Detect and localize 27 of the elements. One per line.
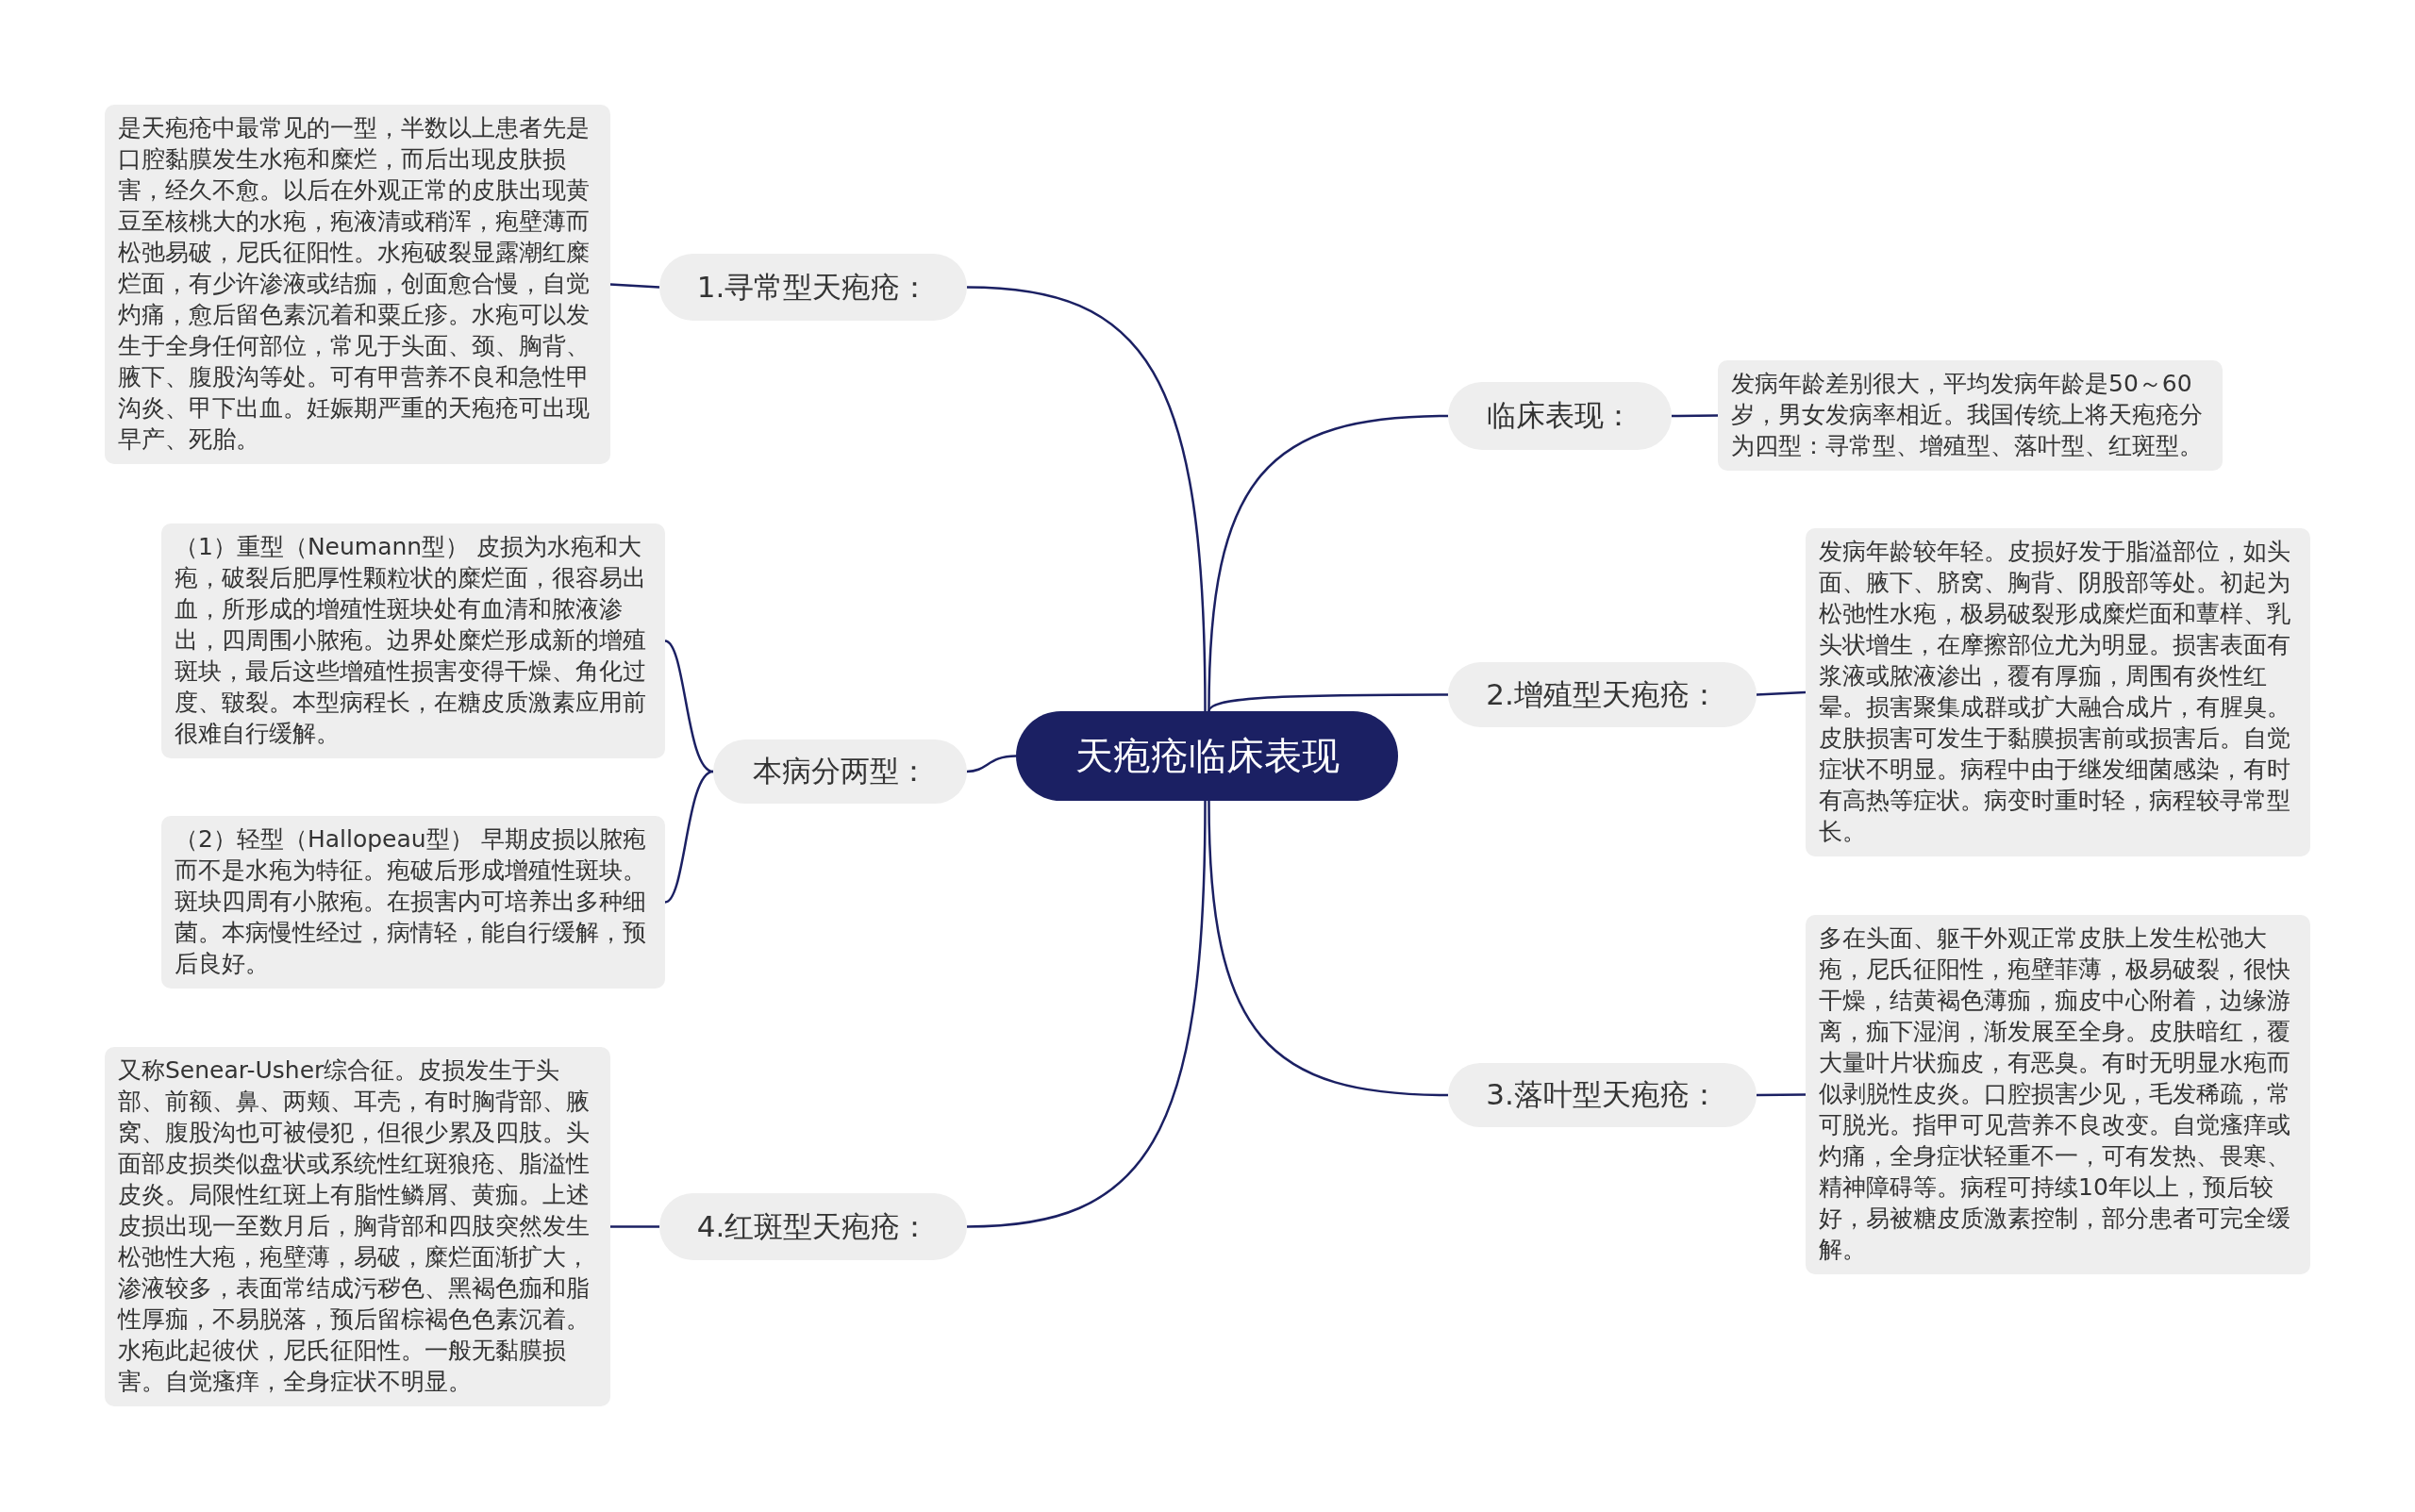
central-topic: 天疱疮临床表现 <box>1016 711 1398 801</box>
detail-card: 又称Senear-Usher综合征。皮损发生于头部、前额、鼻、两颊、耳壳，有时胸背部、腋窝、腹股沟也可被侵犯，但很少累及四肢。头面部皮损类似盘状或系统性红斑狼疮、脂溢性皮炎。局限性红斑上有脂性鳞屑、黄痂。上述皮损出现一至数月后，胸背部和四肢突然发生松弛性大疱，疱壁薄，易破，糜烂面渐扩大，渗液较多，表面常结成污秽色、黑褐色痂和脂性厚痂，不易脱落，预后留棕褐色色素沉着。水疱此起彼伏，尼氏征阳性。一般无黏膜损害。自觉瘙痒，全身症状不明显。 <box>105 1047 610 1406</box>
branch-topic: 本病分两型： <box>713 739 967 804</box>
branch-topic: 临床表现： <box>1448 382 1672 450</box>
branch-topic: 1.寻常型天疱疮： <box>659 254 967 321</box>
detail-card: 多在头面、躯干外观正常皮肤上发生松弛大疱，尼氏征阳性，疱壁菲薄，极易破裂，很快干燥，结黄褐色薄痂，痂皮中心附着，边缘游离，痂下湿润，渐发展至全身。皮肤暗红，覆大量叶片状痂皮，有恶臭。有时无明显水疱而似剥脱性皮炎。口腔损害少见，毛发稀疏，常可脱光。指甲可见营养不良改变。自觉瘙痒或灼痛，全身症状轻重不一，可有发热、畏寒、精神障碍等。病程可持续10年以上，预后较好，易被糖皮质激素控制，部分患者可完全缓解。 <box>1806 915 2310 1274</box>
detail-card: 是天疱疮中最常见的一型，半数以上患者先是口腔黏膜发生水疱和糜烂，而后出现皮肤损害，经久不愈。以后在外观正常的皮肤出现黄豆至核桃大的水疱，疱液清或稍浑，疱壁薄而松弛易破，尼氏征阳性。水疱破裂显露潮红糜烂面，有少许渗液或结痂，创面愈合慢，自觉灼痛，愈后留色素沉着和粟丘疹。水疱可以发生于全身任何部位，常见于头面、颈、胸背、腋下、腹股沟等处。可有甲营养不良和急性甲沟炎、甲下出血。妊娠期严重的天疱疮可出现早产、死胎。 <box>105 105 610 464</box>
connector-line <box>664 770 714 904</box>
branch-topic: 4.红斑型天疱疮： <box>659 1193 967 1260</box>
connector-line <box>1208 800 1449 1097</box>
connector-line <box>664 640 714 773</box>
connector-line <box>966 801 1207 1228</box>
detail-card: （1）重型（Neumann型） 皮损为水疱和大疱，破裂后肥厚性颗粒状的糜烂面，很容易出血，所形成的增殖性斑块处有血清和脓液渗出，四周围小脓疱。边界处糜烂形成新的增殖斑块，最后这些增殖性损害变得干燥、角化过度、皲裂。本型病程长，在糖皮质激素应用前很难自行缓解。 <box>161 523 665 758</box>
connector-line <box>1672 414 1718 418</box>
connector-line <box>1757 1093 1806 1097</box>
connector-line <box>966 286 1207 711</box>
connector-line <box>1208 693 1448 712</box>
detail-card: （2）轻型（Hallopeau型） 早期皮损以脓疱而不是水疱为特征。疱破后形成增殖性斑块。斑块四周有小脓疱。在损害内可培养出多种细菌。本病慢性经过，病情轻，能自行缓解，预后良好。 <box>161 816 665 989</box>
connector-line <box>609 283 660 289</box>
connector-line <box>1756 690 1807 696</box>
connector-line <box>1208 414 1449 712</box>
detail-card: 发病年龄较年轻。皮损好发于脂溢部位，如头面、腋下、脐窝、胸背、阴股部等处。初起为松弛性水疱，极易破裂形成糜烂面和蕈样、乳头状增生，在摩擦部位尤为明显。损害表面有浆液或脓液渗出，覆有厚痂，周围有炎性红晕。损害聚集成群或扩大融合成片，有腥臭。皮肤损害可发生于黏膜损害前或损害后。自觉症状不明显。病程中由于继发细菌感染，有时有高热等症状。病变时重时轻，病程较寻常型长。 <box>1806 528 2310 856</box>
detail-card: 发病年龄差别很大，平均发病年龄是50～60岁，男女发病率相近。我国传统上将天疱疮分为四型：寻常型、增殖型、落叶型、红斑型。 <box>1718 360 2223 471</box>
connector-line <box>966 755 1017 773</box>
branch-topic: 2.增殖型天疱疮： <box>1448 662 1757 727</box>
branch-topic: 3.落叶型天疱疮： <box>1448 1063 1757 1127</box>
connector-line <box>610 1225 659 1228</box>
